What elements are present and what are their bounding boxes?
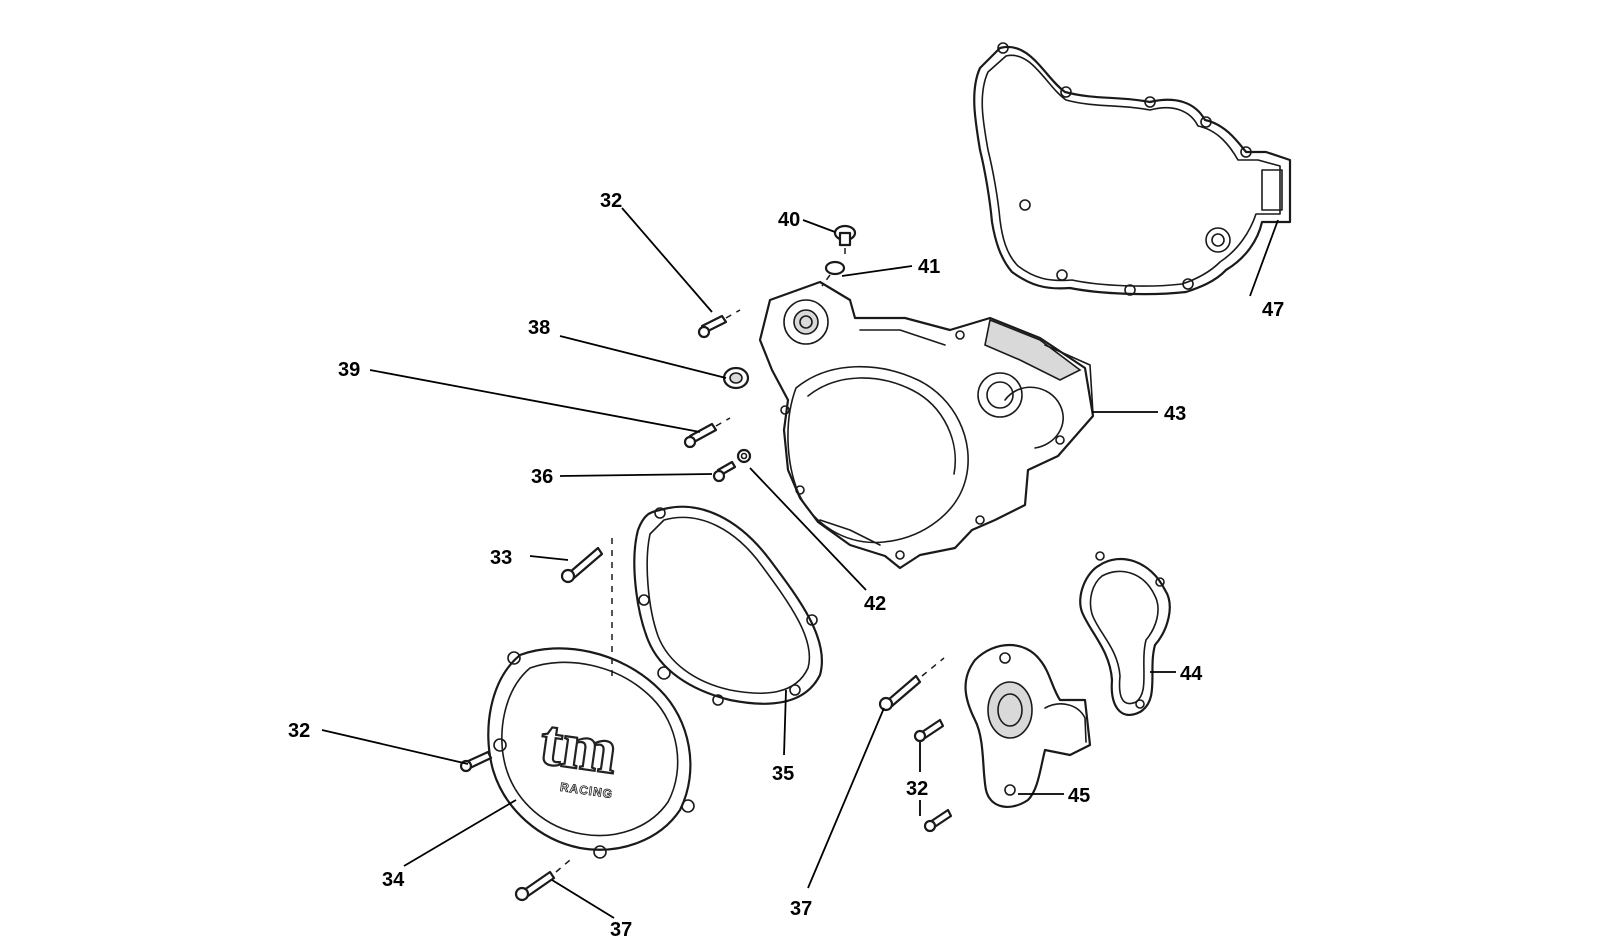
- clutch-cover-43: [758, 280, 1095, 570]
- plug-40: [833, 224, 857, 258]
- gasket-44: [1079, 551, 1171, 716]
- label-34: 34: [382, 869, 405, 891]
- bolt-36: [712, 460, 737, 483]
- bolt-32-left: [459, 750, 493, 773]
- leader-lines: [321, 207, 1279, 919]
- label-47: 47: [1262, 299, 1284, 321]
- ignition-cover-34: tm RACING: [487, 647, 695, 859]
- bolt-32-top: [697, 309, 741, 339]
- bolt-32-right-top: [913, 718, 945, 743]
- label-42: 42: [864, 593, 886, 615]
- label-37-left: 37: [610, 919, 632, 941]
- bolt-37-mid: [878, 657, 945, 712]
- label-38: 38: [528, 317, 550, 339]
- gasket-35: [633, 505, 823, 706]
- label-43: 43: [1164, 403, 1186, 425]
- gasket-47: [973, 42, 1292, 296]
- label-35: 35: [772, 763, 794, 785]
- label-44: 44: [1180, 663, 1203, 685]
- label-32-top: 32: [600, 190, 622, 212]
- bolt-39: [683, 417, 731, 449]
- bolt-33: [560, 538, 613, 680]
- part-number-labels: 32 40 41 38 39 36 33 42 43 47 44 35 32 3…: [288, 190, 1284, 941]
- label-37-mid: 37: [790, 898, 812, 920]
- label-32-right: 32: [906, 778, 928, 800]
- tm-logo: tm: [536, 705, 622, 788]
- washer-41: [821, 260, 846, 287]
- label-36: 36: [531, 466, 553, 488]
- washer-42: [736, 448, 752, 464]
- water-pump-cover-45: [964, 643, 1092, 808]
- label-33: 33: [490, 547, 512, 569]
- bolt-37-left: [514, 859, 571, 902]
- label-39: 39: [338, 359, 360, 381]
- label-41: 41: [918, 256, 940, 278]
- label-32-left: 32: [288, 720, 310, 742]
- label-40: 40: [778, 209, 800, 231]
- bolt-32-right-bottom: [923, 808, 953, 833]
- seal-38: [722, 366, 750, 390]
- label-45: 45: [1068, 785, 1090, 807]
